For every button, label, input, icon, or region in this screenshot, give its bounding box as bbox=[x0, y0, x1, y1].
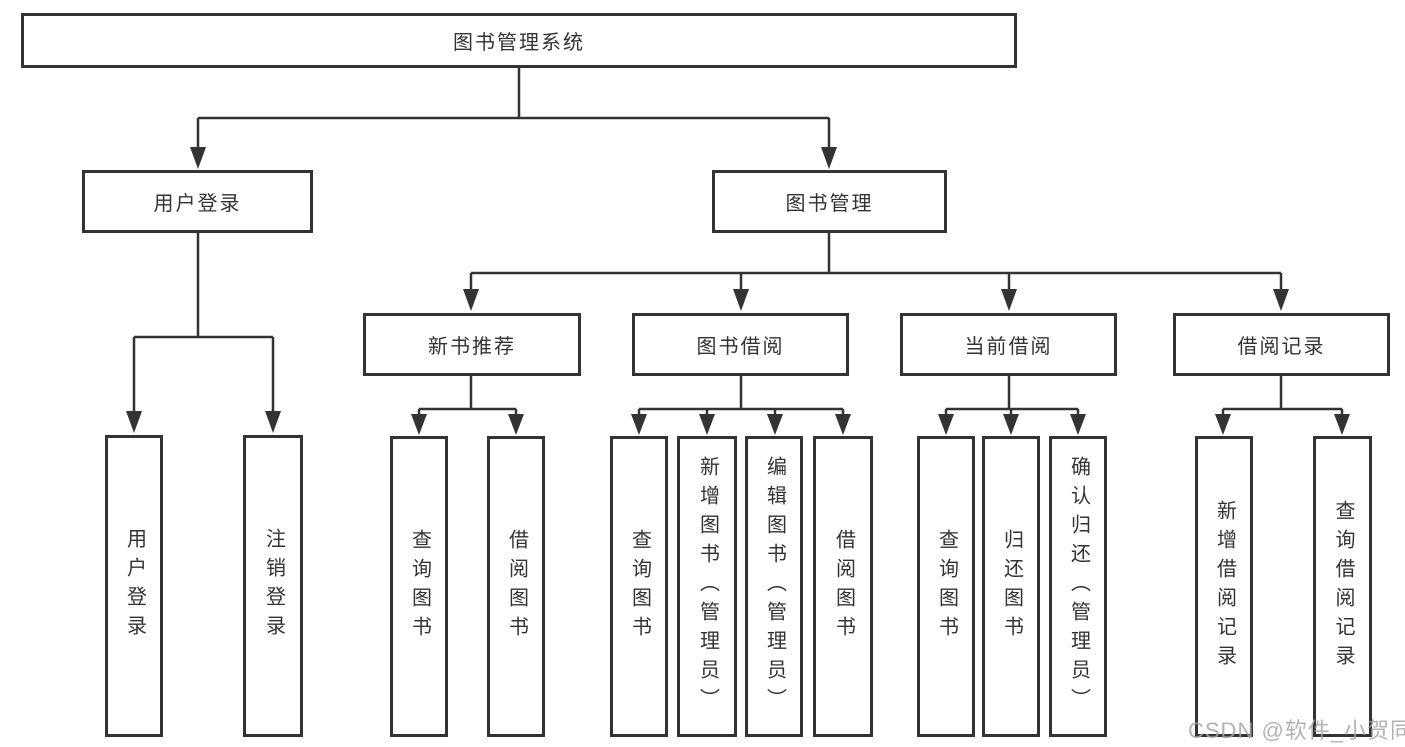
arrowhead bbox=[411, 414, 427, 435]
node-br-query-record: 查询借阅记录 bbox=[1313, 436, 1372, 737]
node-user-login-action: 用户登录 bbox=[105, 435, 163, 737]
node-label: 注销登录 bbox=[262, 528, 285, 644]
edge-book-mgmt-split bbox=[469, 233, 1283, 290]
node-cb-query-books: 查询图书 bbox=[917, 436, 975, 737]
node-label: 当前借阅 bbox=[964, 336, 1053, 358]
node-label: 归还图书 bbox=[1000, 528, 1023, 645]
node-label: 借阅图书 bbox=[832, 528, 855, 645]
arrowhead bbox=[938, 414, 954, 435]
node-label: 查询图书 bbox=[628, 528, 651, 645]
node-book-management: 图书管理 bbox=[712, 170, 947, 233]
node-label: 查询图书 bbox=[408, 528, 431, 645]
node-label: 图书管理 bbox=[785, 193, 874, 215]
arrowhead bbox=[767, 414, 783, 435]
arrowhead bbox=[835, 414, 851, 435]
node-user-login: 用户登录 bbox=[82, 170, 313, 233]
arrowhead bbox=[1334, 414, 1350, 435]
node-br-add-record: 新增借阅记录 bbox=[1195, 436, 1253, 737]
arrowhead bbox=[1215, 414, 1231, 435]
arrowhead bbox=[1070, 414, 1086, 435]
node-logout: 注销登录 bbox=[243, 435, 303, 737]
node-label: 查询图书 bbox=[935, 528, 958, 645]
watermark: CSDN @软件_小贺同学 bbox=[1188, 718, 1405, 743]
edge-borrow-records-split bbox=[1221, 376, 1344, 415]
arrowhead bbox=[508, 414, 524, 435]
node-rec-query-books: 查询图书 bbox=[390, 436, 448, 737]
node-bb-borrow-books: 借阅图书 bbox=[813, 436, 873, 737]
edge-current-borrow-split bbox=[944, 376, 1080, 415]
node-label: 新书推荐 bbox=[428, 336, 516, 358]
node-rec-borrow-books: 借阅图书 bbox=[487, 436, 545, 737]
arrowhead bbox=[733, 289, 749, 311]
edge-new-book-rec-split bbox=[417, 376, 518, 415]
arrowhead bbox=[1273, 289, 1289, 311]
node-bb-query-books: 查询图书 bbox=[610, 436, 668, 737]
arrowhead bbox=[463, 289, 479, 311]
arrowhead bbox=[699, 414, 715, 435]
node-label: 用户登录 bbox=[123, 528, 146, 644]
node-label: 新增图书（管理员） bbox=[696, 456, 719, 717]
node-label: 新增借阅记录 bbox=[1213, 499, 1236, 674]
node-label: 图书管理系统 bbox=[453, 32, 585, 54]
node-library-management-system: 图书管理系统 bbox=[21, 13, 1017, 68]
arrowhead bbox=[821, 147, 837, 169]
node-cb-return-books: 归还图书 bbox=[982, 436, 1040, 737]
node-label: 用户登录 bbox=[153, 193, 242, 215]
arrowhead bbox=[1001, 289, 1017, 311]
edge-root-split bbox=[196, 68, 831, 148]
edge-book-borrow-split bbox=[637, 376, 845, 415]
arrowhead bbox=[265, 411, 281, 433]
node-label: 确认归还（管理员） bbox=[1067, 456, 1090, 717]
node-current-borrowing: 当前借阅 bbox=[900, 313, 1117, 376]
node-borrowing-records: 借阅记录 bbox=[1173, 313, 1390, 376]
arrowhead bbox=[190, 147, 206, 169]
node-bb-edit-books-admin: 编辑图书（管理员） bbox=[745, 436, 803, 737]
node-cb-confirm-return-admin: 确认归还（管理员） bbox=[1049, 436, 1107, 737]
node-book-borrowing: 图书借阅 bbox=[632, 313, 849, 376]
arrowhead bbox=[1003, 414, 1019, 435]
node-label: 借阅图书 bbox=[505, 528, 528, 645]
node-label: 编辑图书（管理员） bbox=[763, 456, 786, 717]
node-new-book-recommendation: 新书推荐 bbox=[363, 313, 581, 376]
arrowhead bbox=[126, 411, 142, 433]
node-label: 图书借阅 bbox=[696, 336, 785, 358]
node-label: 借阅记录 bbox=[1237, 336, 1326, 358]
edge-user-login-split bbox=[132, 233, 275, 412]
arrowhead bbox=[631, 414, 647, 435]
node-bb-add-books-admin: 新增图书（管理员） bbox=[677, 436, 737, 737]
node-label: 查询借阅记录 bbox=[1332, 499, 1354, 674]
